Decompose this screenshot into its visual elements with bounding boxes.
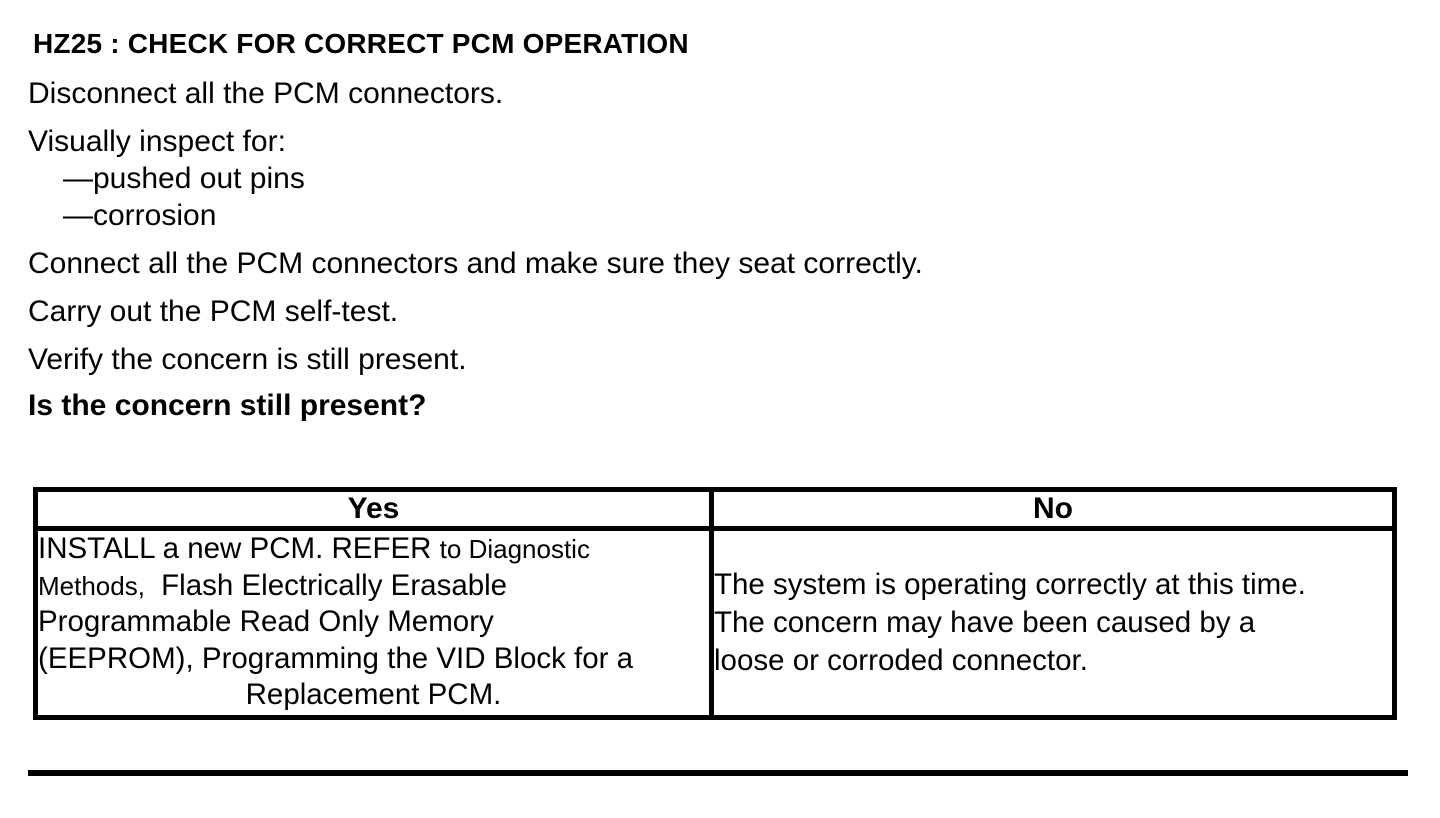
page-divider-rule — [28, 770, 1408, 776]
yes-cell-line-4: (EEPROM), Programming the VID Block for … — [38, 641, 634, 675]
yes-cell-line-1: INSTALL a new PCM. REFER to Diagnostic — [38, 532, 707, 568]
yes-cell-line-3: Programmable Read Only Memory — [38, 605, 494, 638]
instruction-verify: Verify the concern is still present. — [28, 343, 467, 376]
refer-link-text-fragment-1: to Diagnostic — [439, 534, 590, 564]
refer-link-text-fragment-2: Methods, — [38, 570, 145, 601]
yes-line2-text: Flash Electrically Erasable — [161, 568, 508, 602]
instruction-inspect-intro: Visually inspect for: — [28, 125, 286, 158]
decision-question: Is the concern still present? — [28, 389, 427, 422]
yes-action-cell: INSTALL a new PCM. REFER to Diagnostic M… — [33, 526, 714, 720]
decision-table: Yes No INSTALL a new PCM. REFER to Diagn… — [33, 487, 1397, 720]
no-cell-line-2: The concern may have been caused by a — [714, 606, 1256, 639]
instruction-disconnect: Disconnect all the PCM connectors. — [28, 77, 504, 110]
decision-table-header-row: Yes No — [33, 487, 1397, 531]
inspect-list-item-pushed-out-pins: —pushed out pins — [63, 162, 305, 195]
yes-cell-line-2: Methods, Flash Electrically Erasable — [38, 568, 707, 605]
yes-cell-line-5: Replacement PCM. — [245, 678, 502, 711]
yes-column-header: Yes — [33, 487, 714, 531]
no-cell-line-3: loose or corroded connector. — [714, 644, 1088, 677]
instruction-connect: Connect all the PCM connectors and make … — [28, 247, 923, 280]
no-column-header: No — [709, 487, 1397, 531]
inspect-list-item-corrosion: —corrosion — [63, 199, 217, 232]
step-heading: HZ25 : CHECK FOR CORRECT PCM OPERATION — [33, 28, 689, 59]
instruction-self-test: Carry out the PCM self-test. — [28, 295, 399, 328]
no-action-cell: The system is operating correctly at thi… — [709, 526, 1397, 720]
no-cell-line-1: The system is operating correctly at thi… — [714, 568, 1306, 601]
yes-line1-text: INSTALL a new PCM. REFER — [38, 532, 432, 566]
decision-table-body-row: INSTALL a new PCM. REFER to Diagnostic M… — [33, 526, 1397, 720]
